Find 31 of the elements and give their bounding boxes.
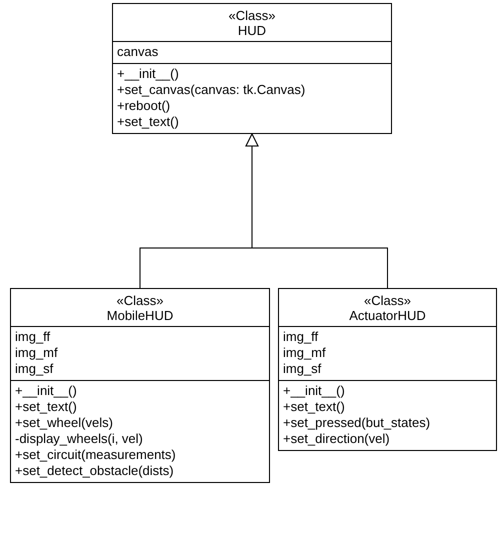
attribute-text: img_mf <box>283 345 326 361</box>
stereotype-label: «Class» <box>116 293 164 308</box>
stereotype-label: «Class» <box>364 293 411 308</box>
method-text: +set_text() <box>283 399 345 415</box>
class-name: ActuatorHUD <box>349 308 426 323</box>
method-text: +set_circuit(measurements) <box>15 447 176 463</box>
method-text: +__init__() <box>15 383 77 399</box>
method-text: +set_text() <box>117 114 179 130</box>
attribute-text: img_ff <box>283 329 318 345</box>
attribute-text: canvas <box>117 44 158 60</box>
class-box <box>278 288 497 451</box>
stereotype-label: «Class» <box>228 8 276 23</box>
class-name: MobileHUD <box>106 308 174 323</box>
method-text: +set_detect_obstacle(dists) <box>15 463 174 479</box>
method-text: +__init__() <box>283 383 345 399</box>
class-name: HUD <box>238 23 266 38</box>
class-box <box>112 3 392 134</box>
method-text: +set_direction(vel) <box>283 431 390 447</box>
attribute-text: img_mf <box>15 345 58 361</box>
method-text: +__init__() <box>117 66 179 82</box>
attribute-text: img_sf <box>15 361 54 377</box>
method-text: +set_text() <box>15 399 77 415</box>
method-text: +set_pressed(but_states) <box>283 415 430 431</box>
attribute-text: img_sf <box>283 361 322 377</box>
method-text: +set_wheel(vels) <box>15 415 113 431</box>
inheritance-arrow <box>246 134 388 288</box>
class-box <box>10 288 270 483</box>
attribute-text: img_ff <box>15 329 50 345</box>
method-text: +reboot() <box>117 98 170 114</box>
method-text: -display_wheels(i, vel) <box>15 431 143 447</box>
method-text: +set_canvas(canvas: tk.Canvas) <box>117 82 306 98</box>
